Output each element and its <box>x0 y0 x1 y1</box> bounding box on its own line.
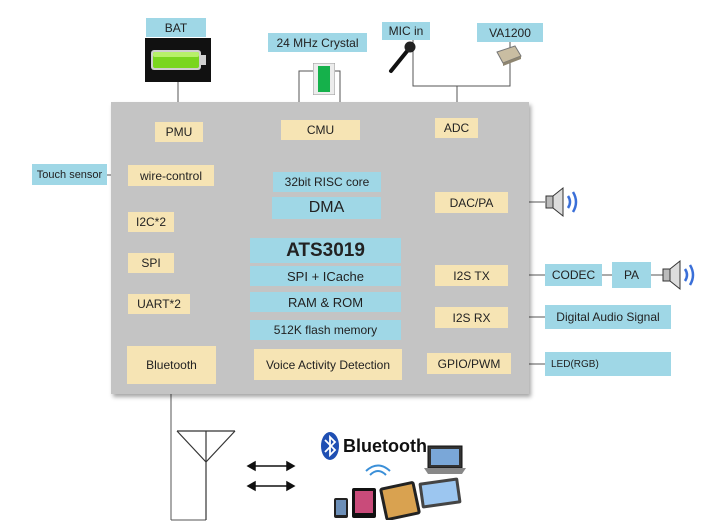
led-rgb-label: LED(RGB) <box>545 352 671 376</box>
module-icon <box>495 44 523 66</box>
spi-icache-block: SPI + ICache <box>250 266 401 286</box>
i2c-block: I2C*2 <box>128 212 174 232</box>
mic-in-label: MIC in <box>382 22 430 40</box>
pa-label: PA <box>612 262 651 288</box>
microphone-icon <box>388 40 418 74</box>
dac-pa-block: DAC/PA <box>435 192 508 213</box>
ram-rom-block: RAM & ROM <box>250 292 401 312</box>
uart-block: UART*2 <box>128 294 190 314</box>
crystal-label: 24 MHz Crystal <box>268 33 367 52</box>
adc-block: ADC <box>435 118 478 138</box>
risc-core-block: 32bit RISC core <box>273 172 381 192</box>
ats3019-block: ATS3019 <box>250 238 401 263</box>
battery-icon <box>145 38 211 82</box>
crystal-icon <box>312 62 336 96</box>
wire-control-block: wire-control <box>128 165 214 186</box>
spi-block: SPI <box>128 253 174 273</box>
pmu-block: PMU <box>155 122 203 142</box>
bluetooth-devices-icon <box>330 440 470 521</box>
bluetooth-block: Bluetooth <box>127 346 216 384</box>
dma-block: DMA <box>272 197 381 219</box>
speaker-icon <box>545 184 585 220</box>
i2s-rx-block: I2S RX <box>435 307 508 328</box>
va1200-label: VA1200 <box>477 23 543 42</box>
bat-label: BAT <box>146 18 206 37</box>
bluetooth-logo-text: Bluetooth <box>343 435 427 456</box>
gpio-pwm-block: GPIO/PWM <box>427 353 511 374</box>
digital-audio-label: Digital Audio Signal <box>545 305 671 329</box>
flash-memory-block: 512K flash memory <box>250 320 401 340</box>
touch-sensor-label: Touch sensor <box>32 164 107 185</box>
double-arrow-icon <box>246 458 296 494</box>
antenna-icon <box>174 428 238 522</box>
vad-block: Voice Activity Detection <box>254 349 402 380</box>
codec-label: CODEC <box>545 264 602 286</box>
bluetooth-logo-icon <box>320 431 340 461</box>
i2s-tx-block: I2S TX <box>435 265 508 286</box>
speaker-icon <box>662 257 702 293</box>
cmu-block: CMU <box>281 120 360 140</box>
